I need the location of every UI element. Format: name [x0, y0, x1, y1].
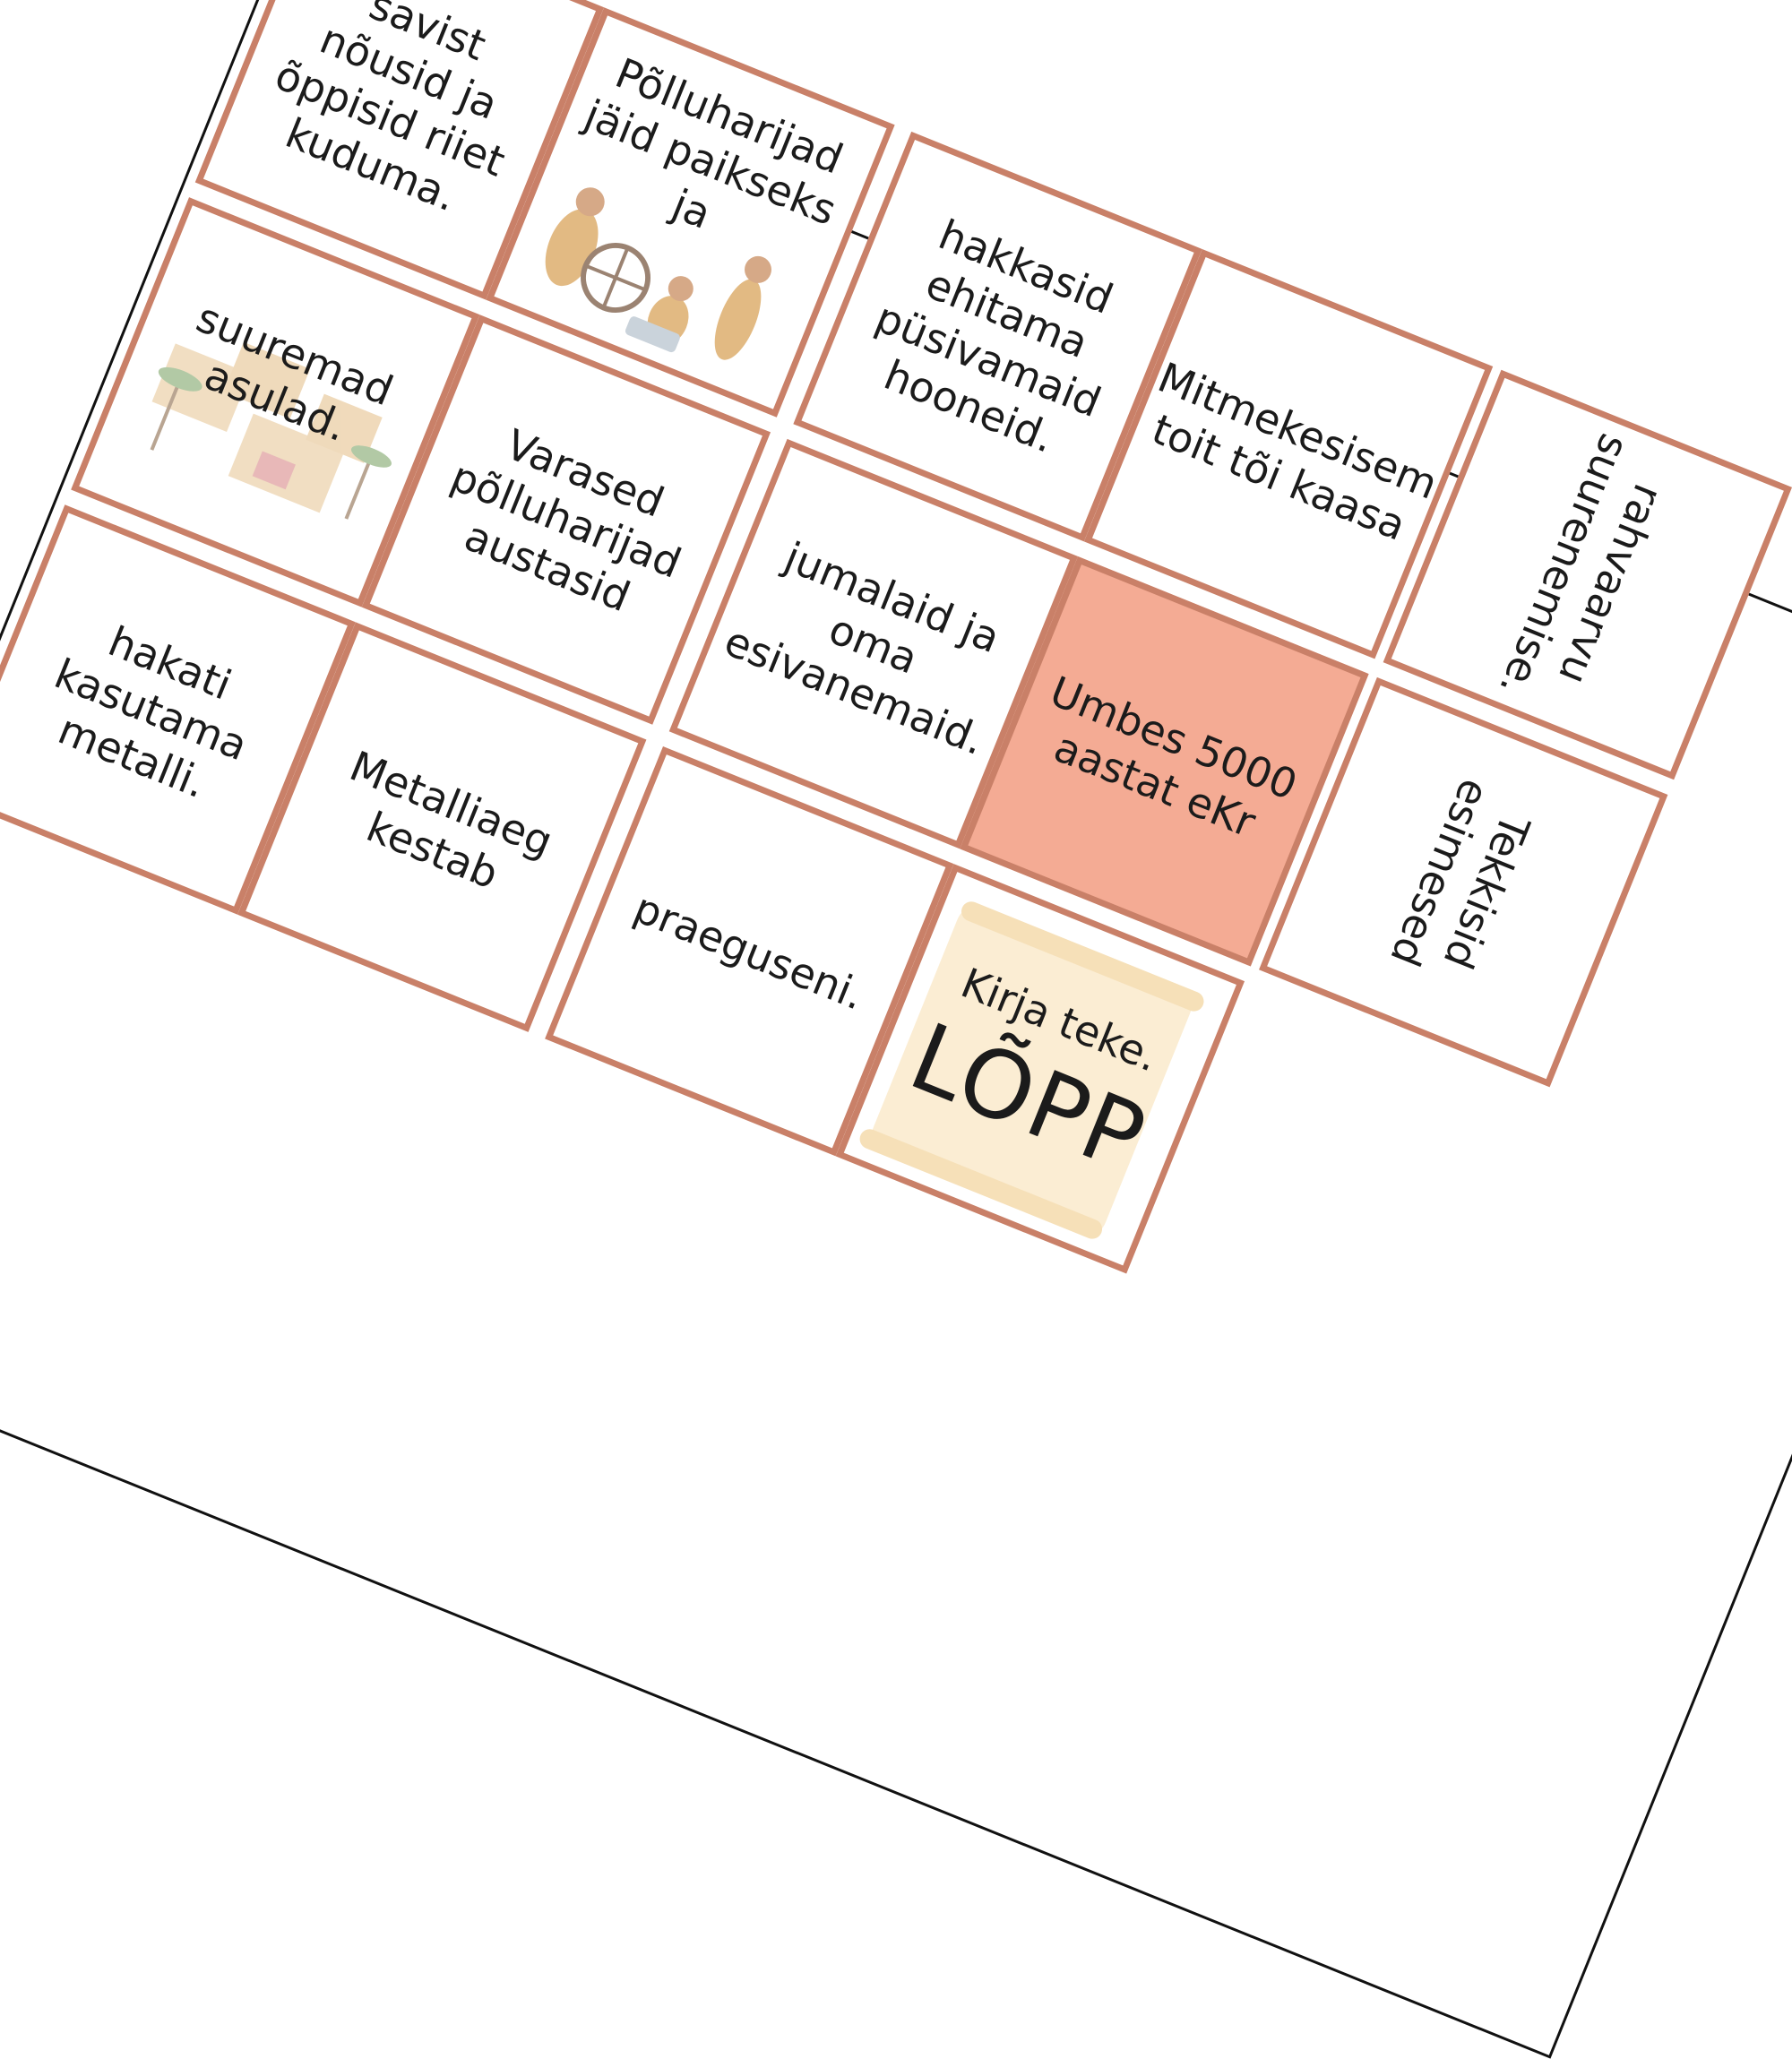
card-text: Varased põlluharijad austasid — [444, 419, 688, 622]
parchment-scroll-illustration — [859, 901, 1204, 1239]
card-text: Tekkisid esimesed — [1381, 772, 1540, 976]
domino-card: Põlluharijad jäid paikseks ja — [486, 7, 895, 418]
card-text: hakkasid ehitama püsivamaid hooneid. — [868, 210, 1120, 462]
card-text: Mitmekesisem toit tõi kaasa — [1145, 352, 1444, 550]
domino-card: suuremad asulad. — [71, 197, 480, 607]
domino-card-end: Kirja teke. LÕPP — [835, 864, 1245, 1274]
card-text: rahvaarvu suurenemise. — [1489, 427, 1673, 704]
card-text: Metalliaeg kestab — [343, 741, 560, 899]
prehistoric-farmers-illustration — [545, 187, 772, 360]
card-text: hakati kasutama metalli. — [47, 616, 254, 808]
desert-village-illustration — [150, 341, 392, 520]
card-text: jumalaid ja oma esivanemaid. — [718, 532, 1007, 765]
card-text: praeguseni. — [627, 883, 872, 1020]
card-text: Umbes 5000 aastat eKr — [1043, 667, 1305, 848]
